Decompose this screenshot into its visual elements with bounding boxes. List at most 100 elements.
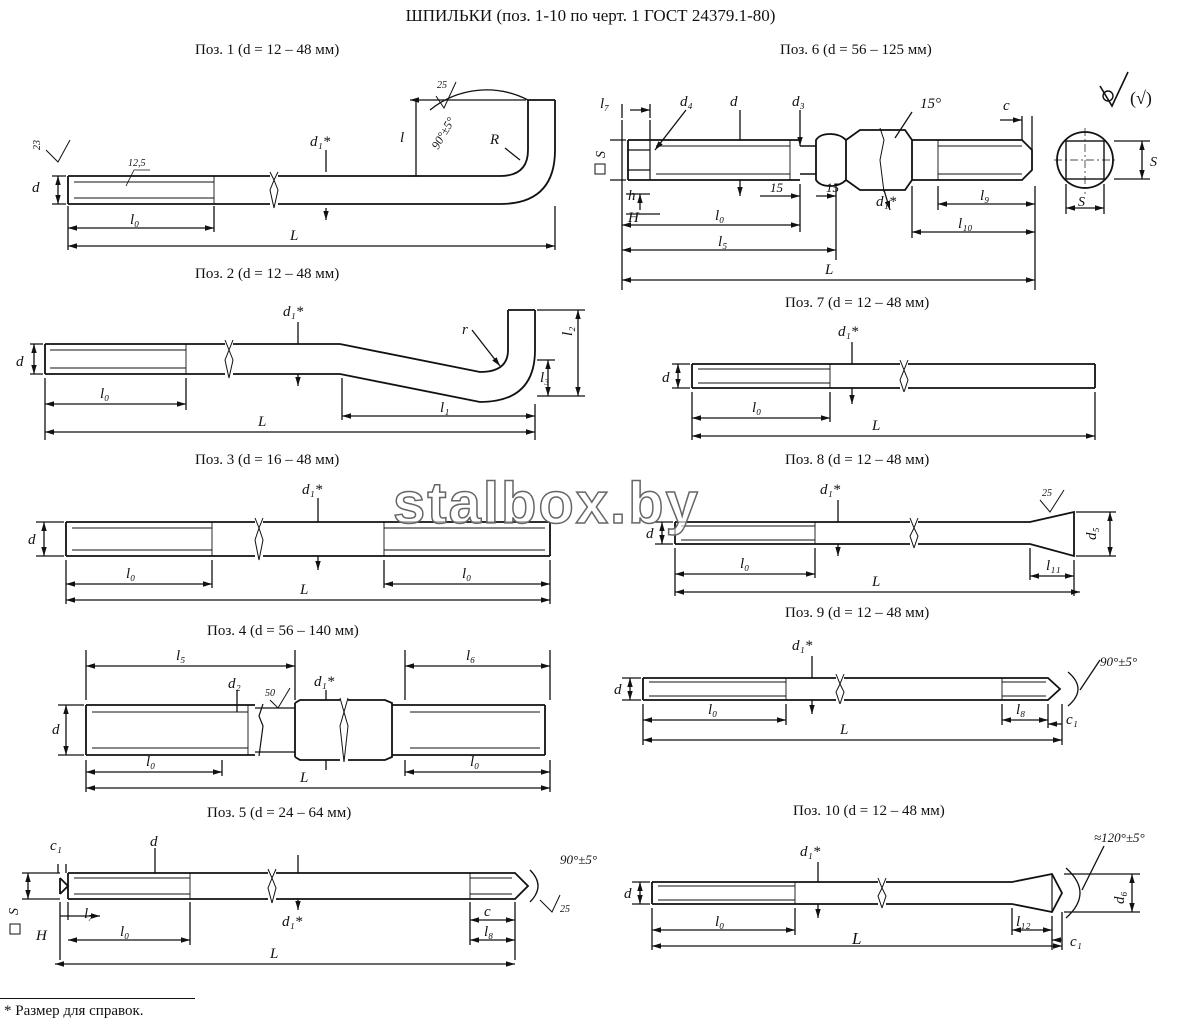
pos-3-drawing xyxy=(36,498,551,604)
caption-pos-6: Поз. 6 (d = 56 – 125 мм) xyxy=(780,42,932,58)
pos-10-label-angle: ≈120°±5° xyxy=(1094,830,1145,845)
pos-4-label-l6: l₆ xyxy=(466,648,475,664)
pos-4-label-d1: d₁* xyxy=(314,674,335,690)
pos-10-label-l0: l₀ xyxy=(715,914,724,930)
pos-8-label-d5: d₅ xyxy=(1084,527,1100,540)
pos-10-label-d: d xyxy=(624,886,632,902)
pos-8-roughness-25: 25 xyxy=(1042,488,1052,499)
pos-6-label-h: h xyxy=(628,188,636,204)
pos-7-label-d: d xyxy=(662,370,670,386)
pos-8-drawing xyxy=(655,489,1116,596)
pos-1-label-l0: l₀ xyxy=(130,212,139,228)
pos-6-drawing xyxy=(610,71,1150,290)
pos-2-drawing xyxy=(30,309,585,440)
pos-7-label-d1: d₁* xyxy=(838,324,859,340)
caption-pos-8: Поз. 8 (d = 12 – 48 мм) xyxy=(785,452,930,468)
pos-5-label-d1: d₁* xyxy=(282,914,303,930)
pos-6-roughness-symbol: (√) xyxy=(1130,88,1152,109)
pos-6-label-l0: l₀ xyxy=(715,208,724,224)
pos-7-label-L: L xyxy=(871,418,880,434)
pos-4-label-l0a: l₀ xyxy=(146,754,155,770)
pos-9-label-l8: l₈ xyxy=(1016,702,1025,718)
pos-8-label-l0: l₀ xyxy=(740,556,749,572)
pos-1-label-d: d xyxy=(32,180,40,196)
pos-6-label-S2: S xyxy=(1150,155,1157,170)
pos-6-label-H: H xyxy=(627,210,640,226)
pos-6-label-l10: l₁₀ xyxy=(958,216,973,232)
pos-5-label-c: c xyxy=(484,904,491,920)
pos-2-label-r: r xyxy=(462,322,468,338)
pos-2-label-L: L xyxy=(257,414,266,430)
pos-4-label-d: d xyxy=(52,722,60,738)
pos-5-roughness-25: 25 xyxy=(560,904,570,915)
caption-pos-10: Поз. 10 (d = 12 – 48 мм) xyxy=(793,803,945,819)
pos-8-label-d: d xyxy=(646,526,654,542)
pos-5-label-l7: l₇ xyxy=(84,906,93,922)
pos-6-label-angle: 15° xyxy=(920,96,941,112)
pos-8-label-d1: d₁* xyxy=(820,482,841,498)
pos-6-label-15a: 15 xyxy=(770,180,784,195)
pos-2-label-l3: l₃ xyxy=(540,370,549,386)
pos-6-label-d: d xyxy=(730,94,738,110)
pos-1-label-R: R xyxy=(489,132,499,148)
pos-4-drawing xyxy=(58,650,551,792)
pos-5-drawing xyxy=(22,848,561,967)
pos-2-label-d: d xyxy=(16,354,24,370)
pos-2-label-l2: l₂ xyxy=(560,327,576,336)
pos-5-label-d: d xyxy=(150,834,158,850)
pos-5-label-l0: l₀ xyxy=(120,924,129,940)
pos-7-label-l0: l₀ xyxy=(752,400,761,416)
pos-1-label-angle: 90°±5° xyxy=(428,115,457,152)
pos-6-label-L: L xyxy=(824,262,833,278)
watermark: stalbox.by xyxy=(392,470,700,537)
pos-4-roughness-50: 50 xyxy=(265,688,275,699)
pos-9-drawing xyxy=(622,656,1101,745)
pos-9-label-angle: 90°±5° xyxy=(1100,654,1137,669)
pos-5-label-S: S xyxy=(7,908,22,915)
pos-1-roughness-23: 23 xyxy=(32,140,43,150)
pos-3-label-d: d xyxy=(28,532,36,548)
caption-pos-1: Поз. 1 (d = 12 – 48 мм) xyxy=(195,42,340,58)
pos-2-label-l0: l₀ xyxy=(100,386,109,402)
pos-5-label-c1: c₁ xyxy=(50,838,62,854)
pos-9-label-c1: c₁ xyxy=(1066,712,1078,728)
pos-1-roughness-125: 12,5 xyxy=(128,158,146,169)
caption-pos-3: Поз. 3 (d = 16 – 48 мм) xyxy=(195,452,340,468)
pos-8-label-l11: l₁₁ xyxy=(1046,558,1061,574)
pos-2-label-l1: l₁ xyxy=(440,400,449,416)
pos-1-label-l: l xyxy=(400,130,404,146)
pos-6-label-S: S xyxy=(594,151,609,158)
pos-6-label-l5: l₅ xyxy=(718,234,727,250)
pos-5-label-L: L xyxy=(269,946,278,962)
pos-9-label-d: d xyxy=(614,682,622,698)
pos-3-label-l0a: l₀ xyxy=(126,566,135,582)
pos-3-label-L: L xyxy=(299,582,308,598)
caption-pos-7: Поз. 7 (d = 12 – 48 мм) xyxy=(785,295,930,311)
caption-pos-9: Поз. 9 (d = 12 – 48 мм) xyxy=(785,605,930,621)
pos-7-drawing xyxy=(672,342,1096,440)
pos-2-label-d1: d₁* xyxy=(283,304,304,320)
pos-3-label-d1: d₁* xyxy=(302,482,323,498)
pos-6-label-15b: 15 xyxy=(826,180,840,195)
pos-6-label-d3: d₃ xyxy=(792,94,805,110)
pos-9-label-d1: d₁* xyxy=(792,638,813,654)
pos-4-label-l0b: l₀ xyxy=(470,754,479,770)
pos-1-label-L: L xyxy=(289,228,298,244)
footnote-divider xyxy=(0,998,195,999)
pos-1-label-d1: d₁* xyxy=(310,134,331,150)
pos-4-label-l5: l₅ xyxy=(176,648,185,664)
caption-pos-5: Поз. 5 (d = 24 – 64 мм) xyxy=(207,805,352,821)
pos-6-label-S3: S xyxy=(1078,195,1085,210)
caption-pos-2: Поз. 2 (d = 12 – 48 мм) xyxy=(195,266,340,282)
pos-1-drawing xyxy=(45,81,556,250)
pos-6-label-d1: d₁* xyxy=(876,194,897,210)
pos-8-label-L: L xyxy=(871,574,880,590)
pos-6-label-c: c xyxy=(1003,98,1010,114)
pos-10-label-d1: d₁* xyxy=(800,844,821,860)
pos-1-roughness-25: 25 xyxy=(437,80,447,91)
pos-9-label-L: L xyxy=(839,722,848,738)
pos-10-label-l12: l₁₂ xyxy=(1016,914,1031,930)
pos-4-label-L: L xyxy=(299,770,308,786)
pos-3-label-l0b: l₀ xyxy=(462,566,471,582)
